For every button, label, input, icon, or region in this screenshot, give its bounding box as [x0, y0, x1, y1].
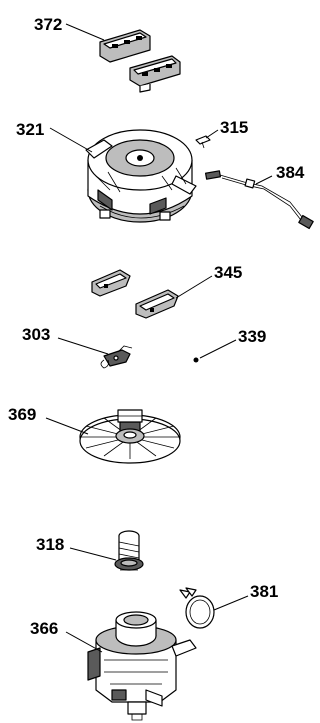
leader-381: [213, 595, 249, 611]
brush-holder-icon: [91, 269, 179, 319]
leader-321: [49, 127, 93, 153]
part-label-303: 303: [22, 325, 50, 344]
pump-housing-icon: [87, 611, 197, 721]
fan-impeller-icon: [79, 409, 181, 464]
leader-318: [69, 547, 117, 561]
part-label-372: 372: [34, 15, 62, 34]
leader-366: [65, 631, 103, 653]
leader-372: [65, 23, 105, 41]
leader-345: [175, 275, 213, 299]
leader-303: [57, 337, 109, 355]
leader-384: [255, 175, 273, 185]
part-label-318: 318: [36, 535, 64, 554]
spring-clip-icon: [100, 345, 133, 369]
spring-bushing-icon: [114, 530, 144, 571]
leader-315: [205, 129, 219, 139]
wire-harness-icon: [204, 170, 314, 230]
part-label-384: 384: [276, 163, 305, 182]
small-screw-icon: [195, 135, 211, 149]
leader-369: [45, 417, 89, 435]
leader-339: [199, 339, 237, 359]
hose-clamp-icon: [179, 587, 215, 629]
part-label-345: 345: [214, 263, 242, 282]
part-label-369: 369: [8, 405, 36, 424]
motor-stator-icon: [85, 129, 197, 223]
pin-icon: [193, 357, 199, 363]
part-label-366: 366: [30, 619, 58, 638]
part-label-321: 321: [16, 120, 44, 139]
clip-pair-icon: [99, 29, 181, 93]
part-label-315: 315: [220, 118, 248, 137]
part-label-381: 381: [250, 582, 278, 601]
part-label-339: 339: [238, 327, 266, 346]
